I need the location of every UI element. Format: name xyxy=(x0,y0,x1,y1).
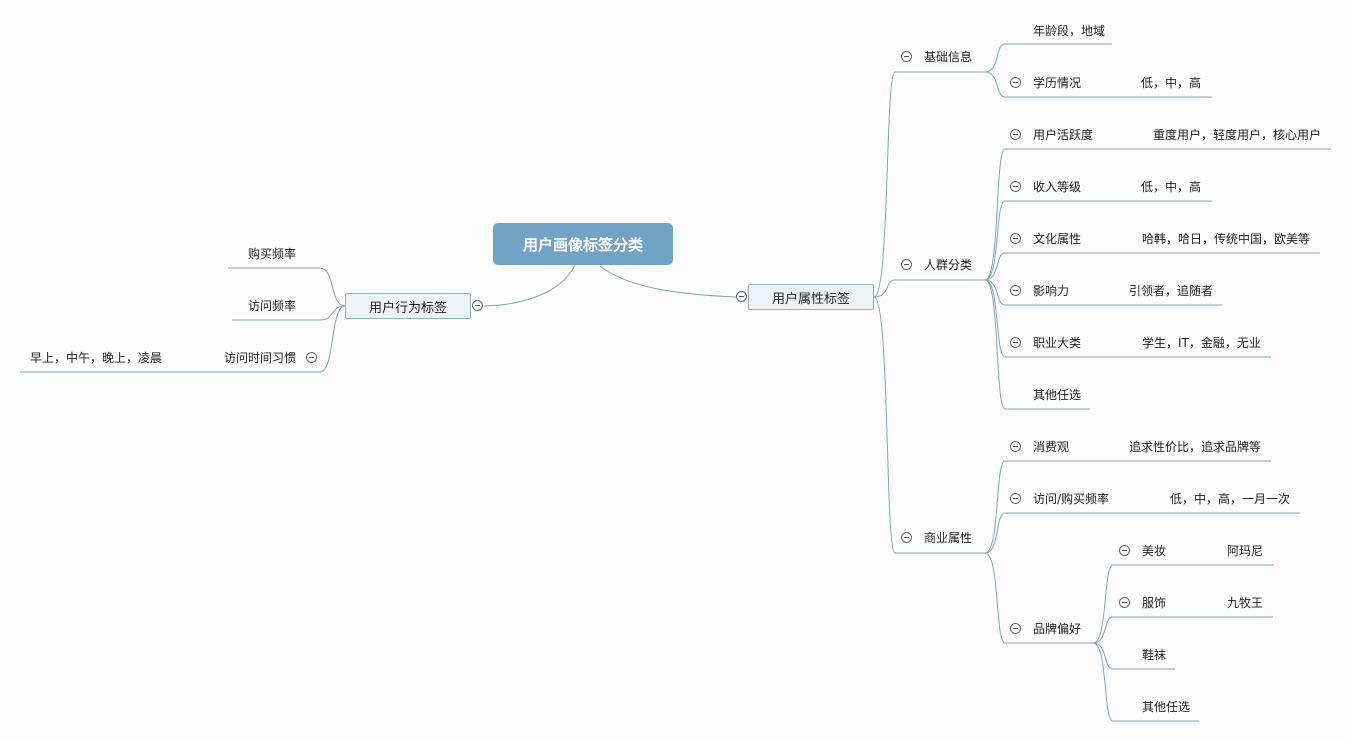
connector-line xyxy=(984,279,1006,306)
connector-line xyxy=(873,296,896,554)
collapse-toggle-icon[interactable] xyxy=(901,532,912,543)
connector-line xyxy=(984,279,1006,358)
value-cosmetics: 阿玛尼 xyxy=(1227,544,1264,558)
group-crowd[interactable]: 人群分类 xyxy=(924,258,973,272)
connector-line xyxy=(873,71,896,298)
main-topic-attribute[interactable]: 用户属性标签 xyxy=(748,284,874,310)
connector-line xyxy=(984,43,1006,73)
topic-age-region[interactable]: 年龄段，地域 xyxy=(1033,24,1106,38)
root-topic[interactable]: 用户画像标签分类 xyxy=(493,223,673,265)
topic-activity[interactable]: 用户活跃度 xyxy=(1033,128,1094,142)
collapse-toggle-icon[interactable] xyxy=(901,51,912,62)
value-occupation: 学生，IT，金融，无业 xyxy=(1142,336,1261,350)
topic-purchase-frequency[interactable]: 购买频率 xyxy=(248,247,297,261)
value-influence: 引领者，追随者 xyxy=(1129,284,1214,298)
connector-line xyxy=(1092,642,1114,722)
collapse-toggle-icon[interactable] xyxy=(1010,181,1021,192)
connector-line xyxy=(483,264,576,307)
connector-line xyxy=(599,265,737,298)
collapse-toggle-icon[interactable] xyxy=(1010,129,1021,140)
collapse-toggle-icon[interactable] xyxy=(1010,337,1021,348)
collapse-toggle-icon[interactable] xyxy=(1010,623,1021,634)
collapse-toggle-icon[interactable] xyxy=(306,352,317,363)
topic-visit-frequency[interactable]: 访问频率 xyxy=(248,299,297,313)
connector-line xyxy=(984,512,1006,554)
value-education: 低，中，高 xyxy=(1141,76,1202,90)
value-consumption: 追求性价比，追求品牌等 xyxy=(1129,440,1262,454)
connector-line xyxy=(873,279,896,298)
topic-shoes-socks[interactable]: 鞋袜 xyxy=(1142,648,1167,662)
collapse-toggle-icon[interactable] xyxy=(1010,77,1021,88)
topic-cosmetics[interactable]: 美妆 xyxy=(1142,544,1167,558)
collapse-toggle-icon[interactable] xyxy=(736,291,747,302)
topic-influence[interactable]: 影响力 xyxy=(1033,284,1070,298)
value-culture: 哈韩，哈日，传统中国，欧美等 xyxy=(1142,232,1311,246)
topic-visit-time-habit[interactable]: 访问时间习惯 xyxy=(224,351,297,365)
connector-line xyxy=(319,267,346,307)
connector-line xyxy=(984,460,1006,554)
connector-line xyxy=(984,148,1006,281)
connector-line xyxy=(1092,642,1114,670)
group-business[interactable]: 商业属性 xyxy=(924,531,973,545)
topic-income[interactable]: 收入等级 xyxy=(1033,180,1082,194)
connector-line xyxy=(984,71,1006,98)
connector-line xyxy=(319,305,346,321)
main-topic-behavior[interactable]: 用户行为标签 xyxy=(345,293,471,319)
connector-line xyxy=(984,200,1006,281)
value-visit-time-habit: 早上，中午，晚上，凌晨 xyxy=(30,351,163,365)
collapse-toggle-icon[interactable] xyxy=(472,300,483,311)
collapse-toggle-icon[interactable] xyxy=(1010,285,1021,296)
connector-line xyxy=(1092,564,1114,644)
group-basic-info[interactable]: 基础信息 xyxy=(924,50,973,64)
topic-other-crowd[interactable]: 其他任选 xyxy=(1033,388,1082,402)
topic-consumption[interactable]: 消费观 xyxy=(1033,440,1070,454)
topic-other-brand[interactable]: 其他任选 xyxy=(1142,700,1191,714)
value-income: 低，中，高 xyxy=(1141,180,1202,194)
connector-line xyxy=(984,279,1006,410)
topic-education[interactable]: 学历情况 xyxy=(1033,76,1082,90)
value-activity: 重度用户，轻度用户，核心用户 xyxy=(1153,128,1322,142)
value-apparel: 九牧王 xyxy=(1227,596,1264,610)
topic-apparel[interactable]: 服饰 xyxy=(1142,596,1167,610)
collapse-toggle-icon[interactable] xyxy=(1010,493,1021,504)
connector-line xyxy=(984,252,1006,281)
topic-culture[interactable]: 文化属性 xyxy=(1033,232,1082,246)
topic-occupation[interactable]: 职业大类 xyxy=(1033,336,1082,350)
connector-line xyxy=(319,305,346,373)
collapse-toggle-icon[interactable] xyxy=(1010,441,1021,452)
collapse-toggle-icon[interactable] xyxy=(1119,597,1130,608)
topic-visit-buy-frequency[interactable]: 访问/购买频率 xyxy=(1033,492,1110,506)
collapse-toggle-icon[interactable] xyxy=(901,259,912,270)
collapse-toggle-icon[interactable] xyxy=(1010,233,1021,244)
connector-line xyxy=(984,552,1006,644)
value-visit-buy-frequency: 低，中，高，一月一次 xyxy=(1170,492,1291,506)
collapse-toggle-icon[interactable] xyxy=(1119,545,1130,556)
topic-brand-preference[interactable]: 品牌偏好 xyxy=(1033,622,1082,636)
connector-line xyxy=(1092,616,1114,644)
